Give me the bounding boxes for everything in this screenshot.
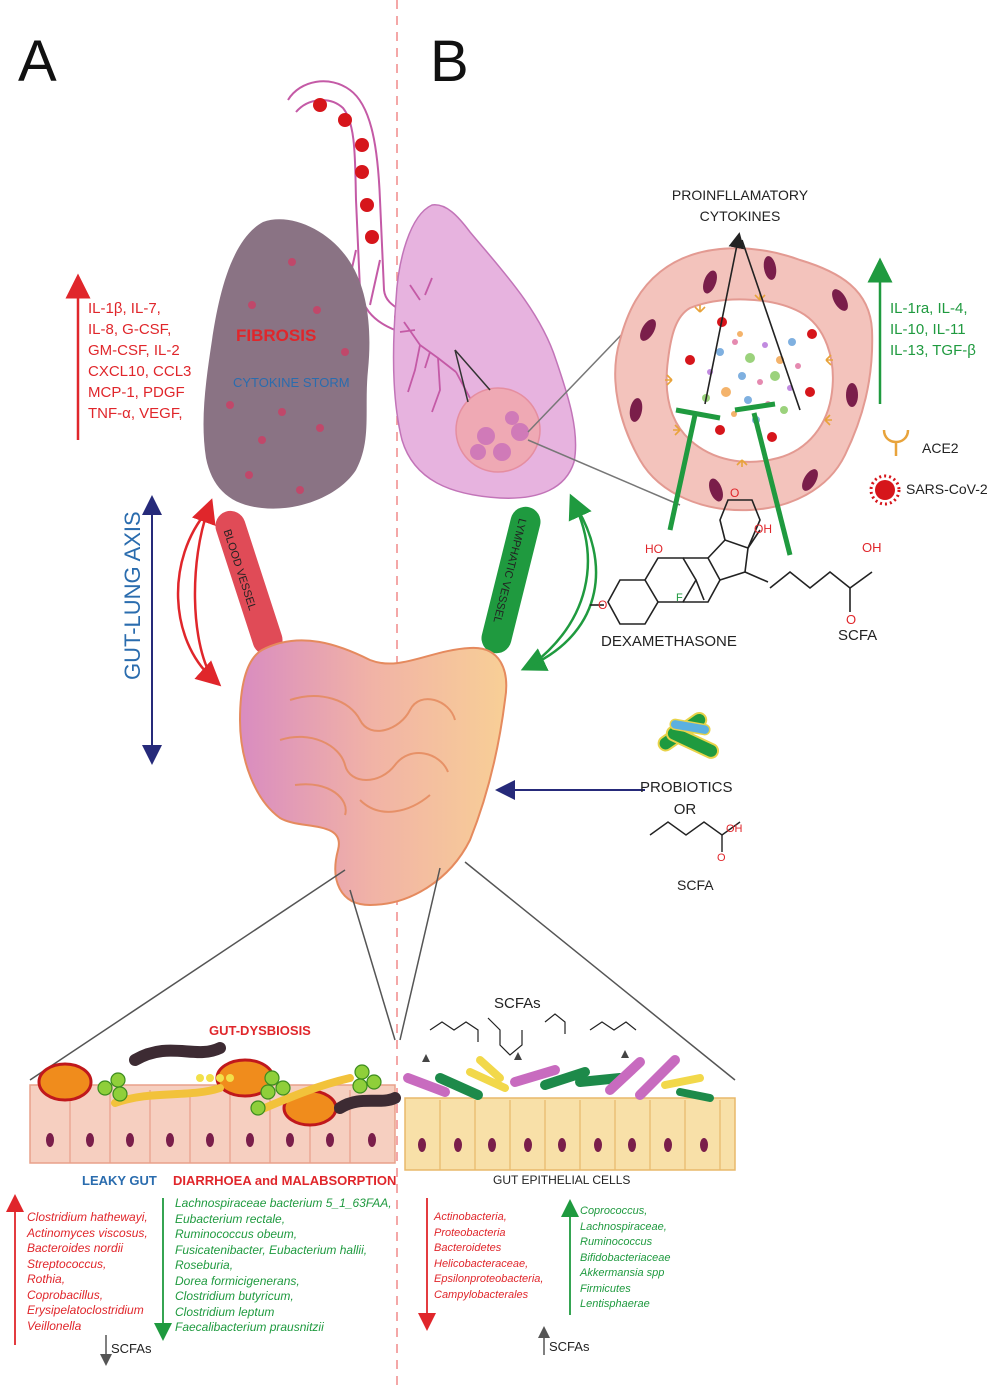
decreased-bacteria-list-a: Lachnospiraceae bacterium 5_1_63FAA,Euba…	[175, 1196, 392, 1334]
curved-arrow-red-up	[192, 498, 216, 679]
gut-dysbiosis-label: GUT-DYSBIOSIS	[209, 1023, 311, 1038]
scfas-decrease-label: SCFAs	[111, 1341, 152, 1356]
increased-bacteria-list-b: Coprococcus,Lachnospiraceae, Ruminococcu…	[580, 1205, 671, 1310]
sars-cov-2-virus-icon	[355, 138, 369, 152]
sars-cov-2-icon	[869, 474, 901, 506]
sars-cov-2-virus-icon	[365, 230, 379, 244]
sars-cov-2-virus-icon	[360, 198, 374, 212]
lymphatic-vessel	[481, 506, 541, 654]
scfa-drug-label: SCFA	[838, 627, 878, 644]
intestine-loops	[279, 695, 456, 816]
dexa-ho-label: HO	[645, 542, 663, 556]
dexa-f-label: F	[676, 592, 683, 604]
increased-bacteria-list-a: Clostridium hathewayi,Actinomyces viscos…	[27, 1210, 148, 1333]
gut-epithelial-cells-label: GUT EPITHELIAL CELLS	[493, 1173, 631, 1187]
ace2-label: ACE2	[922, 440, 959, 456]
zoom-line-lower	[527, 439, 681, 506]
ace2-icon	[882, 429, 910, 456]
pathogen-bacteria	[37, 1042, 401, 1127]
panel-label-b: B	[430, 29, 469, 94]
alveoli-cluster	[470, 411, 529, 461]
panel-label-a: A	[18, 29, 57, 94]
inhibition-lines	[667, 401, 793, 556]
scfas-increase-label: SCFAs	[549, 1339, 590, 1354]
gut-epithelium-right	[403, 1013, 736, 1171]
decreased-bacteria-list-b: Actinobacteria,Proteobacteria Bacteroide…	[434, 1211, 544, 1301]
scfa-structure	[769, 570, 873, 612]
gut-lung-axis-label: GUT-LUNG AXIS	[120, 511, 145, 680]
alveolus-zoom	[614, 247, 874, 512]
probiotics-icon	[657, 711, 720, 759]
gut-epithelium-left	[29, 1042, 401, 1164]
leaky-gut-label: LEAKY GUT	[82, 1173, 157, 1188]
fibrosis-label: FIBROSIS	[236, 326, 317, 345]
commensal-bacteria	[403, 1055, 714, 1102]
curved-arrow-red-down	[176, 509, 222, 687]
sars-cov-2-virus-icon	[338, 113, 352, 127]
scfa-o-label: O	[846, 612, 857, 627]
dexa-o-label: O	[730, 486, 740, 500]
dexamethasone-label: DEXAMETHASONE	[601, 633, 737, 650]
sars-cov-2-virus-icon	[313, 98, 327, 112]
cytokine-storm-label: CYTOKINE STORM	[233, 375, 350, 390]
blood-vessel	[215, 510, 283, 656]
fibrotic-lung	[203, 219, 370, 509]
probiotics-scfa-label: SCFA	[677, 877, 714, 893]
probiotics-scfa-o-label: O	[717, 852, 726, 864]
curved-arrow-green-down	[520, 504, 598, 671]
sars-cov-2-virus-icon	[355, 165, 369, 179]
probiotics-scfa-oh-label: OH	[726, 823, 743, 835]
diarrhoea-label: DIARRHOEA and MALABSORPTION	[173, 1173, 397, 1188]
scfa-structure-small	[649, 821, 741, 852]
scfas-label: SCFAs	[494, 995, 541, 1012]
dexa-oh-label: OH	[754, 522, 772, 536]
scfa-molecules	[429, 1013, 637, 1056]
scfa-oh-label: OH	[862, 540, 882, 555]
cytokine-particles	[702, 331, 801, 424]
dexa-ketone-o-label: O	[598, 598, 608, 612]
intestine	[238, 639, 508, 907]
fibrosis-dots	[226, 258, 349, 494]
sars-cov-2-label: SARS-CoV-2	[906, 481, 988, 497]
curved-arrow-green-up	[531, 493, 592, 666]
dexamethasone-structure	[590, 499, 769, 625]
